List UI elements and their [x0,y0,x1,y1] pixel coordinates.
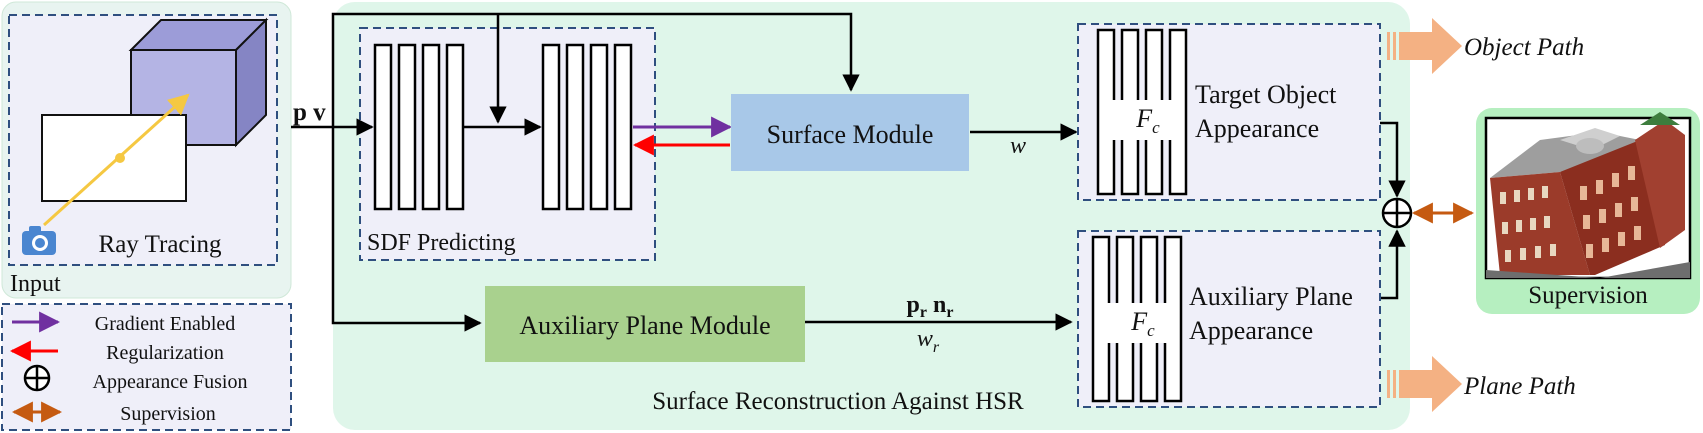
legend-label: Supervision [120,403,216,425]
plane-path-label: Plane Path [1463,373,1576,400]
aux-output-top-label: pr nr [907,292,954,321]
target-appearance-line1: Target Object [1195,80,1337,109]
supervision-label: Supervision [1528,282,1648,309]
region-label: Surface Reconstruction Against HSR [652,388,1024,415]
aux-plane-module: Auxiliary Plane Module [485,286,805,362]
aux-output-bottom-label: wr [917,326,940,356]
sdf-panel: SDF Predicting [359,27,656,261]
camera-icon [22,226,56,255]
inputs-label: p v [293,99,326,126]
plane-path-arrow-icon [1387,356,1462,412]
svg-text:Surface Module: Surface Module [767,120,934,149]
target-appearance-panel: Fc Target Object Appearance [1077,23,1381,201]
svg-text:Auxiliary Plane Module: Auxiliary Plane Module [519,311,770,340]
fc-label: Fc [1130,307,1155,340]
input-label: Input [10,271,61,297]
aux-appearance-line1: Auxiliary Plane [1189,282,1353,311]
supervision-box: Supervision [1476,108,1700,314]
target-appearance-line2: Appearance [1195,114,1319,143]
building-image [1484,112,1692,280]
aux-appearance-panel: Fc Auxiliary Plane Appearance [1077,230,1381,408]
surface-output-label: w [1010,133,1026,159]
aux-appearance-line2: Appearance [1189,316,1313,345]
ray-tracing-label: Ray Tracing [99,231,222,258]
legend-oplus-icon [23,364,51,392]
legend-label: Appearance Fusion [93,371,248,393]
fc-label: Fc [1135,104,1160,137]
legend: Gradient Enabled Regularization Appearan… [1,303,292,431]
object-path-label: Object Path [1464,34,1584,61]
fusion-node-icon [1381,197,1413,229]
legend-label: Gradient Enabled [95,313,236,335]
surface-module: Surface Module [731,94,969,171]
image-plane [41,114,187,202]
legend-label: Regularization [106,342,224,364]
connections [291,12,1406,332]
object-path-arrow-icon [1387,18,1462,74]
input-region: Ray Tracing Input [1,1,292,299]
sdf-label: SDF Predicting [367,230,516,256]
